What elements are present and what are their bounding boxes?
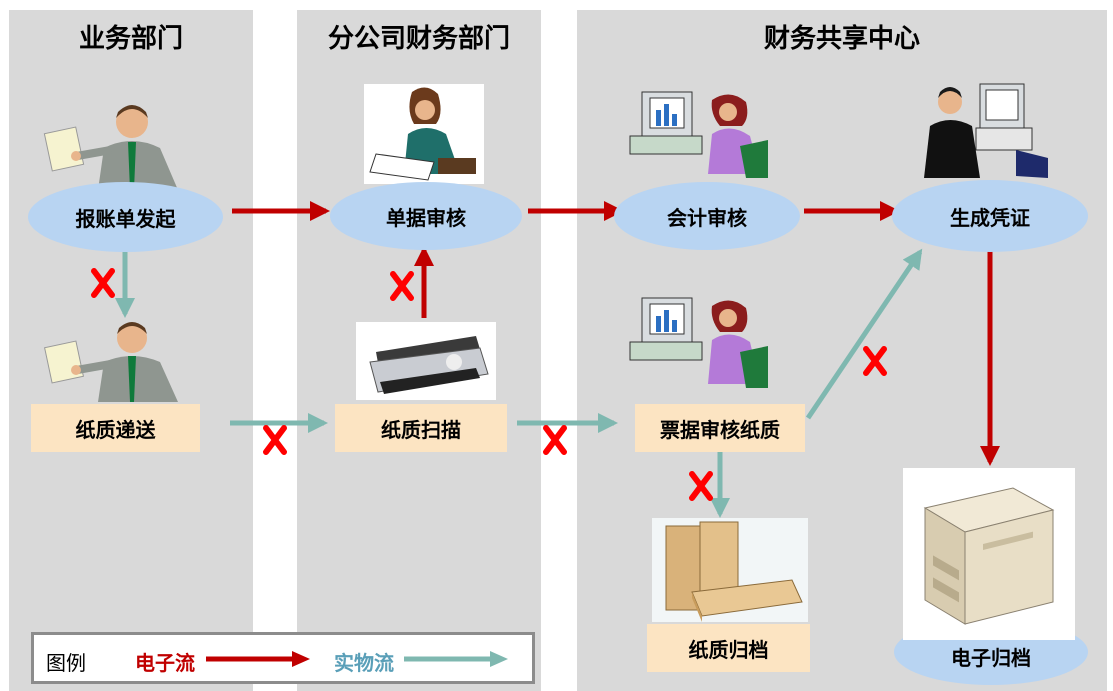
node-doc-review: 单据审核 bbox=[330, 182, 522, 250]
arrow-invoice-review-to-voucher bbox=[805, 248, 923, 420]
node-paper-archive: 纸质归档 bbox=[647, 624, 810, 672]
legend-physical-arrow bbox=[404, 651, 508, 667]
node-initiate: 报账单发起 bbox=[28, 182, 223, 252]
cross-mark-1 bbox=[91, 268, 115, 298]
businessman-paper-icon-2 bbox=[40, 318, 190, 402]
node-invoice-paper-review: 票据审核纸质 bbox=[635, 404, 805, 452]
scanner-icon bbox=[356, 322, 496, 400]
woman-writing-icon bbox=[364, 84, 484, 184]
node-generate-voucher: 生成凭证 bbox=[892, 180, 1088, 252]
legend-electronic-arrow bbox=[206, 651, 310, 667]
legend-electronic-label: 电子流 bbox=[135, 653, 195, 675]
cross-mark-2 bbox=[390, 271, 414, 301]
man-computer-icon bbox=[920, 80, 1050, 180]
node-paper-scan: 纸质扫描 bbox=[335, 404, 507, 452]
lane-title-business: 业务部门 bbox=[78, 23, 183, 53]
lane-title-branch-finance: 分公司财务部门 bbox=[327, 23, 510, 53]
businessman-paper-icon bbox=[40, 100, 190, 190]
woman-computer-icon-2 bbox=[620, 292, 770, 390]
legend: 图例 电子流 实物流 bbox=[31, 632, 535, 684]
legend-physical-label: 实物流 bbox=[334, 653, 394, 675]
legend-title: 图例 bbox=[46, 653, 86, 675]
woman-computer-icon bbox=[620, 88, 770, 180]
node-paper-delivery: 纸质递送 bbox=[31, 404, 200, 452]
server-icon bbox=[903, 468, 1075, 640]
cross-mark-4 bbox=[543, 425, 567, 455]
cross-mark-3 bbox=[263, 425, 287, 455]
node-accounting-review: 会计审核 bbox=[614, 182, 800, 250]
cross-marks bbox=[91, 268, 887, 501]
cross-mark-5 bbox=[689, 471, 713, 501]
lane-title-shared-center: 财务共享中心 bbox=[763, 23, 920, 53]
cross-mark-6 bbox=[863, 346, 887, 376]
archive-boxes-icon bbox=[652, 518, 808, 622]
